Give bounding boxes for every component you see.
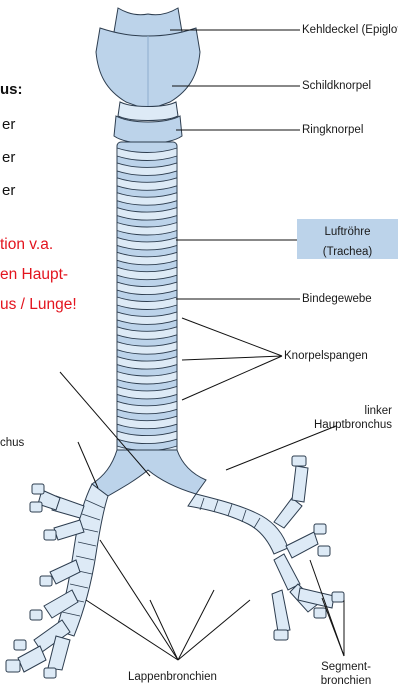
- label-schildknorpel: Schildknorpel: [302, 79, 371, 93]
- label-knorpelspangen: Knorpelspangen: [284, 349, 368, 363]
- label-trachea: (Trachea): [297, 245, 398, 259]
- red-note-line-2: en Haupt-: [0, 264, 68, 285]
- right-segment-tips: [6, 484, 56, 678]
- label-ringknorpel: Ringknorpel: [302, 123, 363, 137]
- red-note-line-3: us / Lunge!: [0, 294, 77, 315]
- label-bronchien: bronchien: [316, 674, 376, 688]
- label-lappenbronchien: Lappenbronchien: [128, 670, 217, 684]
- label-box-luftroehre: Luftröhre (Trachea): [297, 219, 398, 259]
- label-epiglottis: Kehldeckel (Epiglottis): [302, 23, 398, 37]
- label-segment: Segment-: [316, 660, 376, 674]
- left-text-line-1: er: [2, 115, 15, 135]
- red-note-line-1: tion v.a.: [0, 234, 53, 255]
- left-text-line-2: er: [2, 148, 15, 168]
- label-linker: linker: [365, 404, 392, 418]
- left-heading-fragment: us:: [0, 80, 23, 100]
- left-text-line-3: er: [2, 181, 15, 201]
- label-luftroehre: Luftröhre: [297, 225, 398, 239]
- left-main-bronchus: [188, 494, 288, 554]
- label-hauptbronchus: Hauptbronchus: [314, 418, 392, 432]
- label-rechter-hauptbronchus-fragment: chus: [0, 436, 24, 450]
- label-bindegewebe: Bindegewebe: [302, 292, 372, 306]
- carina: [92, 450, 206, 496]
